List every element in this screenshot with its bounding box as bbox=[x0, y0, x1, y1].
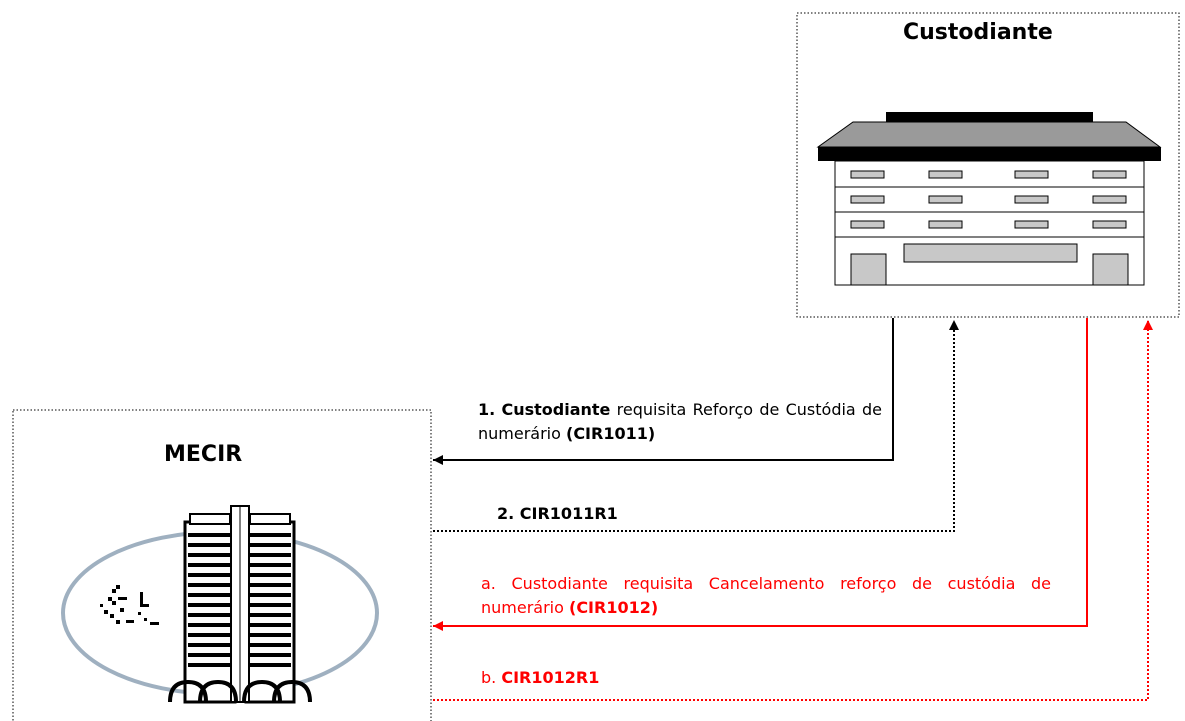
message-1-code: (CIR1011) bbox=[566, 424, 656, 443]
mecir-title: MECIR bbox=[164, 442, 243, 467]
message-b-code: CIR1012R1 bbox=[501, 668, 600, 687]
custodiante-title: Custodiante bbox=[903, 20, 1053, 45]
message-2-code: 2. CIR1011R1 bbox=[497, 504, 618, 523]
message-a-label: a. Custodiante requisita Cancelamento re… bbox=[481, 572, 1051, 620]
message-1-text: requisita Reforço de Custódia de numerár… bbox=[478, 400, 882, 443]
message-1-number: 1. bbox=[478, 400, 496, 419]
arrow-cir1011 bbox=[433, 318, 894, 465]
office-building-icon bbox=[816, 112, 1162, 286]
message-a-code: (CIR1012) bbox=[569, 598, 659, 617]
arrow-cir1012r1 bbox=[433, 320, 1153, 701]
arrow-cir1011r1 bbox=[433, 320, 959, 532]
message-1-actor: Custodiante bbox=[501, 400, 611, 419]
message-1-label: 1. Custodiante requisita Reforço de Cust… bbox=[478, 398, 882, 446]
bank-towers-logo-icon bbox=[61, 505, 379, 704]
mecir-box bbox=[12, 409, 432, 721]
arrow-cir1012 bbox=[433, 318, 1088, 631]
message-b-label: b. CIR1012R1 bbox=[481, 666, 599, 690]
message-a-text: a. Custodiante requisita Cancelamento re… bbox=[481, 574, 1051, 617]
message-b-prefix: b. bbox=[481, 668, 497, 687]
message-2-label: 2. CIR1011R1 bbox=[497, 502, 618, 526]
